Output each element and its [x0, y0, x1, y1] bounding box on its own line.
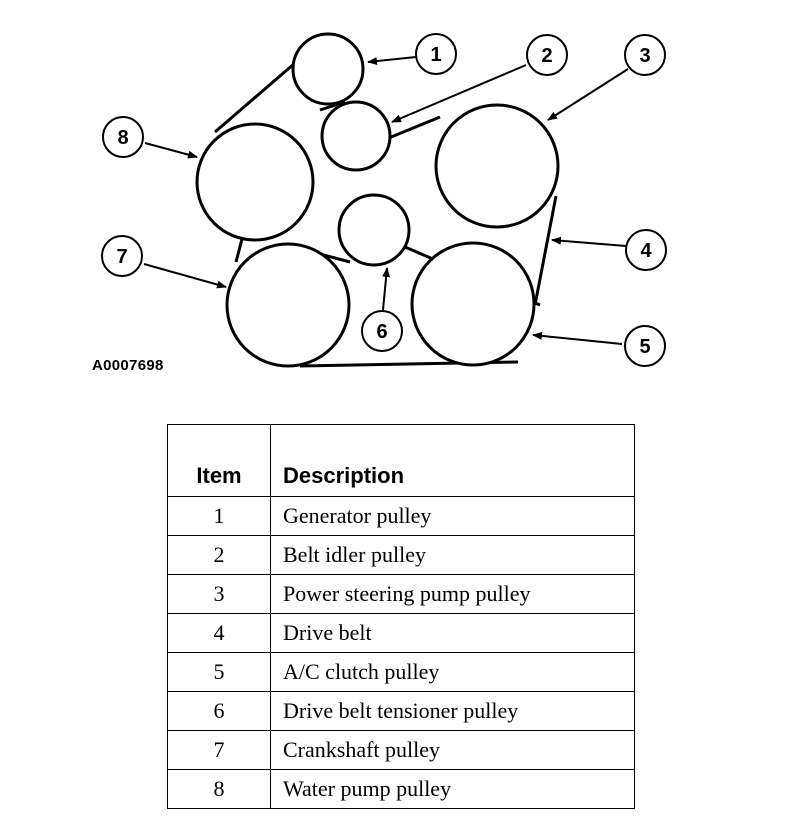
callout-number-6: 6 [376, 321, 387, 343]
table-row: 6 Drive belt tensioner pulley [167, 691, 635, 731]
crankshaft-pulley [225, 242, 351, 368]
figure-id: A0007698 [92, 357, 164, 374]
description-cell: Power steering pump pulley [270, 574, 635, 614]
callout-circle-8 [102, 116, 144, 158]
callout-circle-2 [526, 34, 568, 76]
table-row: 3 Power steering pump pulley [167, 574, 635, 614]
callout-number-3: 3 [639, 45, 650, 67]
leader-arrow-1 [367, 56, 417, 66]
item-cell: 7 [167, 730, 271, 770]
leader-arrow-6 [382, 267, 391, 311]
callout-circle-7 [101, 235, 143, 277]
item-cell: 8 [167, 769, 271, 809]
callout-circle-4 [625, 229, 667, 271]
table-row: 4 Drive belt [167, 613, 635, 653]
callout-circle-3 [624, 34, 666, 76]
description-cell: Drive belt [270, 613, 635, 653]
description-cell: Belt idler pulley [270, 535, 635, 575]
leader-arrow-4 [551, 236, 627, 247]
legend-table: Item Description 1 Generator pulley 2 Be… [167, 424, 635, 809]
callout-number-8: 8 [117, 127, 128, 149]
callout-number-4: 4 [640, 240, 652, 262]
table-row: 7 Crankshaft pulley [167, 730, 635, 770]
description-column-header: Description [270, 424, 635, 497]
item-cell: 3 [167, 574, 271, 614]
leader-arrow-2 [391, 64, 527, 123]
leader-arrow-5 [532, 331, 623, 345]
callout-number-7: 7 [116, 246, 127, 268]
drive-belt-tensioner-pulley [337, 193, 411, 267]
description-cell: Generator pulley [270, 496, 635, 536]
callout-circle-6 [361, 310, 403, 352]
description-cell: A/C clutch pulley [270, 652, 635, 692]
power-steering-pump-pulley [434, 103, 560, 229]
leader-arrow-3 [547, 68, 629, 121]
generator-pulley [291, 32, 365, 106]
item-cell: 4 [167, 613, 271, 653]
item-cell: 5 [167, 652, 271, 692]
item-cell: 1 [167, 496, 271, 536]
callout-number-1: 1 [430, 44, 441, 66]
callout-circle-1 [415, 33, 457, 75]
table-row: 2 Belt idler pulley [167, 535, 635, 575]
table-row: 5 A/C clutch pulley [167, 652, 635, 692]
table-row: 1 Generator pulley [167, 496, 635, 536]
callout-circle-5 [624, 325, 666, 367]
item-column-header: Item [167, 424, 271, 497]
callout-number-2: 2 [541, 45, 552, 67]
callout-number-5: 5 [639, 336, 650, 358]
leader-arrow-8 [144, 142, 198, 159]
belt-routing-diagram: 1 2 3 4 5 6 7 8 [101, 32, 667, 368]
ac-clutch-pulley [410, 241, 536, 367]
table-row: 8 Water pump pulley [167, 769, 635, 809]
water-pump-pulley [195, 122, 315, 242]
belt-idler-pulley [320, 100, 392, 172]
table-header-row: Item Description [167, 424, 635, 497]
description-cell: Crankshaft pulley [270, 730, 635, 770]
item-cell: 2 [167, 535, 271, 575]
leader-arrow-7 [143, 263, 227, 289]
description-cell: Water pump pulley [270, 769, 635, 809]
item-cell: 6 [167, 691, 271, 731]
description-cell: Drive belt tensioner pulley [270, 691, 635, 731]
